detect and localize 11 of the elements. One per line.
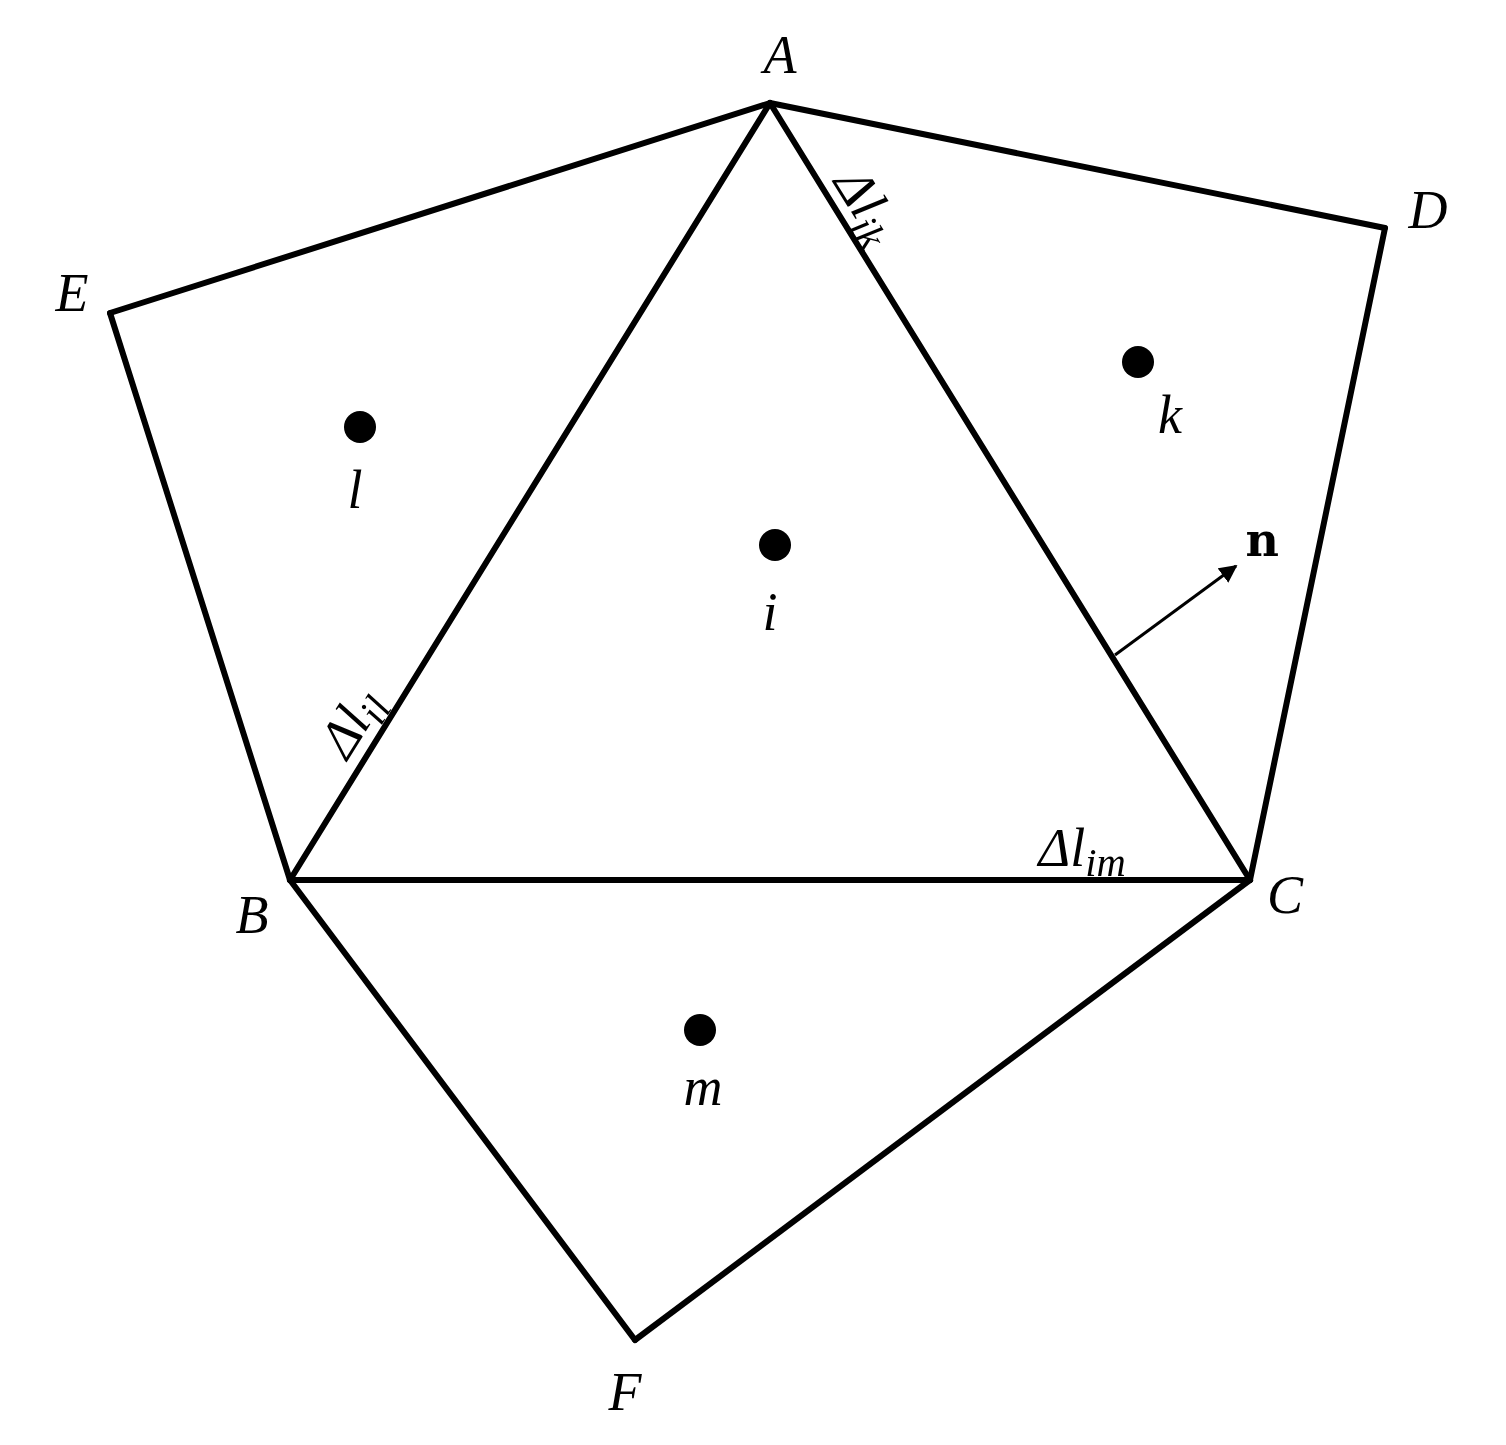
normal-vector-label: n <box>1245 517 1279 563</box>
point-label: B <box>235 888 269 942</box>
point-label: F <box>608 1365 642 1419</box>
edge-length-label: Δl$_{im}$ <box>1038 821 1126 875</box>
point-label: k <box>1158 388 1182 442</box>
point-label: l <box>347 463 363 517</box>
point-label: i <box>762 585 778 639</box>
point-label: m <box>683 1060 723 1114</box>
point-label: D <box>1408 183 1448 237</box>
point-label: E <box>55 266 89 320</box>
point-label: C <box>1267 868 1304 922</box>
